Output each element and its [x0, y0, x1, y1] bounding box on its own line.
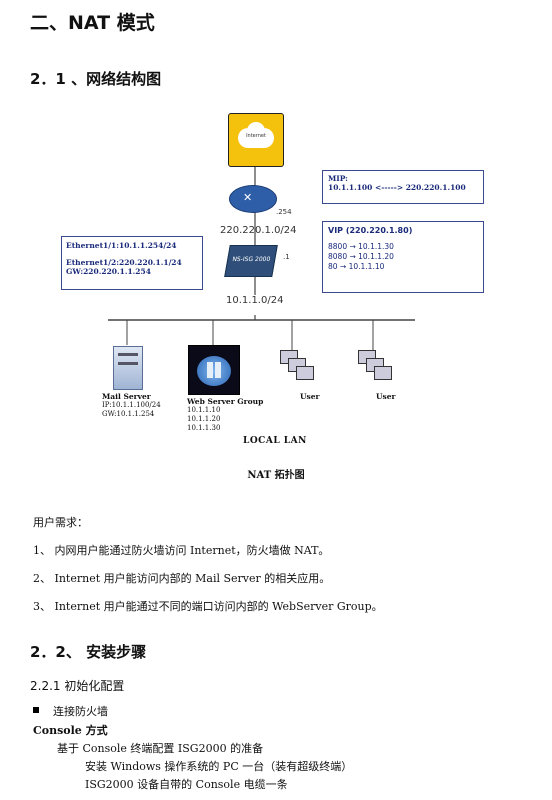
requirement-item: 2、 Internet 用户能访问内部的 Mail Server 的相关应用。 — [33, 572, 331, 585]
internet-icon: Internet — [228, 113, 284, 167]
console-line: 基于 Console 终端配置 ISG2000 的准备 — [57, 742, 264, 755]
router-suffix: .254 — [276, 208, 292, 216]
requirement-item: 1、 内网用户能通过防火墙访问 Internet，防火墙做 NAT。 — [33, 544, 330, 557]
web-server-group-icon — [188, 345, 240, 395]
web-server-ip: 10.1.1.30 — [187, 424, 221, 432]
mip-title: MIP: — [328, 174, 348, 183]
mail-line: GW:10.1.1.254 — [102, 410, 155, 418]
interface-box: Ethernet1/1:10.1.1.254/24 Ethernet1/2:22… — [61, 236, 203, 290]
vip-box: VIP (220.220.1.80) 8800 → 10.1.1.30 8080… — [322, 221, 484, 293]
mail-server-icon — [113, 346, 143, 390]
eth-line: Ethernet1/1:10.1.1.254/24 — [66, 241, 177, 250]
section-2-2-title: 2．2、 安装步骤 — [30, 643, 147, 661]
eth-line: Ethernet1/2:220.220.1.1/24 — [66, 258, 182, 267]
requirements-title: 用户需求： — [33, 516, 88, 529]
vip-rule: 8080 → 10.1.1.20 — [328, 252, 394, 261]
mip-box: MIP: 10.1.1.100 <-----> 220.220.1.100 — [322, 170, 484, 204]
mail-line: IP:10.1.1.100/24 — [102, 401, 161, 409]
page-heading: 二、NAT 模式 — [30, 12, 155, 34]
mail-server-details: IP:10.1.1.100/24 GW:10.1.1.254 — [102, 401, 161, 419]
bullet-square-icon — [33, 707, 39, 713]
console-line: ISG2000 设备自带的 Console 电缆一条 — [85, 778, 288, 791]
mip-line: 10.1.1.100 <-----> 220.220.1.100 — [328, 183, 466, 192]
mail-server-title: Mail Server — [102, 392, 151, 401]
web-server-ip: 10.1.1.10 — [187, 406, 221, 414]
web-server-group-title: Web Server Group — [187, 397, 264, 406]
console-line: 安装 Windows 操作系统的 PC 一台（装有超级终端） — [85, 760, 353, 773]
diagram-caption: NAT 拓扑图 — [247, 470, 305, 481]
requirement-item: 3、 Internet 用户能通过不同的端口访问内部的 WebServer Gr… — [33, 600, 383, 613]
router-icon: ✕ — [229, 185, 277, 213]
vip-rule: 80 → 10.1.1.10 — [328, 262, 385, 271]
local-lan-label: LOCAL LAN — [243, 436, 307, 446]
firewall-icon: NS-ISG 2000 — [224, 245, 278, 277]
user-label: User — [376, 392, 396, 401]
web-server-details: 10.1.1.10 10.1.1.20 10.1.1.30 — [187, 406, 220, 433]
vip-title: VIP (220.220.1.80) — [328, 226, 413, 235]
vip-rule: 8800 → 10.1.1.30 — [328, 242, 394, 251]
console-title: Console 方式 — [33, 724, 108, 737]
lan-network-label: 10.1.1.0/24 — [226, 295, 284, 306]
section-2-2-1-title: 2.2.1 初始化配置 — [30, 679, 125, 693]
wan-network-label: 220.220.1.0/24 — [220, 225, 297, 236]
section-2-1-title: 2．1 、网络结构图 — [30, 70, 162, 88]
web-server-ip: 10.1.1.20 — [187, 415, 221, 423]
bullet-text: 连接防火墙 — [53, 705, 108, 718]
user-label: User — [300, 392, 320, 401]
firewall-suffix: .1 — [283, 253, 290, 261]
eth-line: GW:220.220.1.1.254 — [66, 267, 151, 276]
